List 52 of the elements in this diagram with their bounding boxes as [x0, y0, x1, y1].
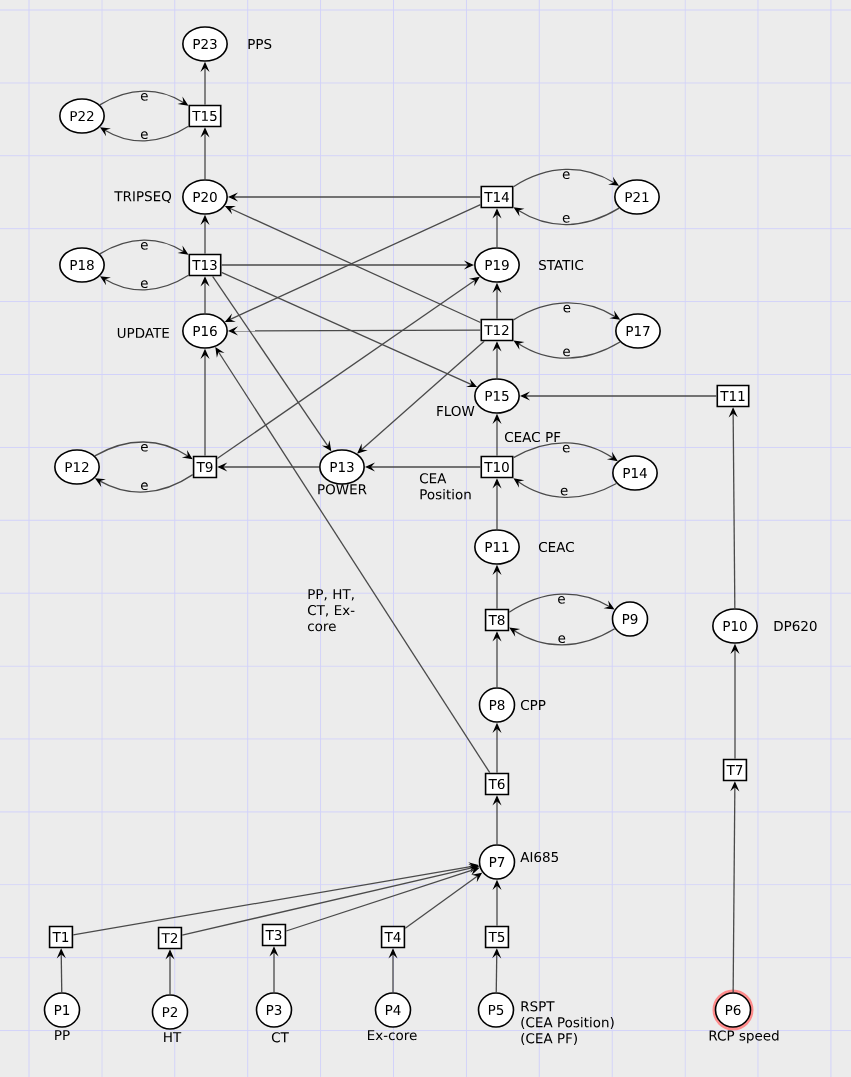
place-label: STATIC [539, 259, 584, 271]
place-label: RCP speed [709, 1030, 779, 1044]
place-label: PPS [248, 38, 272, 50]
transition-box: T11 [716, 384, 750, 408]
transition-box: T14 [480, 185, 514, 209]
place-label: CEAC [538, 541, 574, 553]
transition-box: T9 [192, 455, 218, 479]
place-label: Ex-core [368, 1030, 417, 1041]
edge-label: e [139, 92, 150, 102]
edge-label: e [556, 595, 567, 605]
place-label: AI685 [520, 851, 558, 863]
transition-box: T10 [480, 455, 514, 479]
edge-label: e [139, 443, 150, 453]
edge-label: e [561, 443, 572, 454]
arc-arrow [357, 340, 485, 454]
place-label: CPP [520, 699, 546, 711]
place-label: RSPT (CEA Position) (CEA PF) [521, 1001, 614, 1045]
arc-arrow [509, 627, 616, 646]
transition-box: T4 [380, 925, 406, 949]
transition-box: T13 [188, 253, 222, 277]
transition-box: T8 [484, 608, 510, 632]
arc-arrow [72, 862, 479, 936]
edge-label: CEAC PF [504, 431, 561, 443]
transition-box: T6 [484, 772, 510, 796]
edge-label: e [139, 279, 150, 289]
edge-label: PP, HT, CT, Ex-core [307, 589, 355, 632]
place-label: CT [271, 1032, 289, 1043]
place-label: FLOW [437, 405, 475, 417]
place-label: POWER [318, 484, 367, 495]
edge-label: e [561, 214, 572, 224]
edge-label: e [559, 486, 570, 497]
edge-label: e [139, 481, 150, 491]
edge-label: e [561, 170, 572, 180]
transition-box: T2 [157, 926, 183, 950]
transition-box: T15 [188, 104, 222, 128]
edge-label: e [139, 241, 150, 251]
transition-box: T12 [480, 318, 514, 342]
transition-box: T7 [722, 758, 748, 782]
place-label: PP [55, 1030, 70, 1041]
arc-arrow [94, 441, 193, 460]
place-label: TRIPSEQ [114, 191, 172, 203]
edge-label: e [561, 303, 572, 314]
place-label: HT [164, 1032, 182, 1043]
place-label: UPDATE [117, 327, 169, 338]
transition-box: T3 [261, 923, 287, 947]
edge-label: e [556, 634, 567, 644]
transition-box: T1 [48, 925, 74, 949]
edge-label: CEA Position [419, 473, 471, 500]
place-label: DP620 [774, 620, 817, 632]
transition-box: T5 [484, 925, 510, 949]
edge-label: e [561, 347, 572, 358]
edge-label: e [139, 130, 150, 140]
